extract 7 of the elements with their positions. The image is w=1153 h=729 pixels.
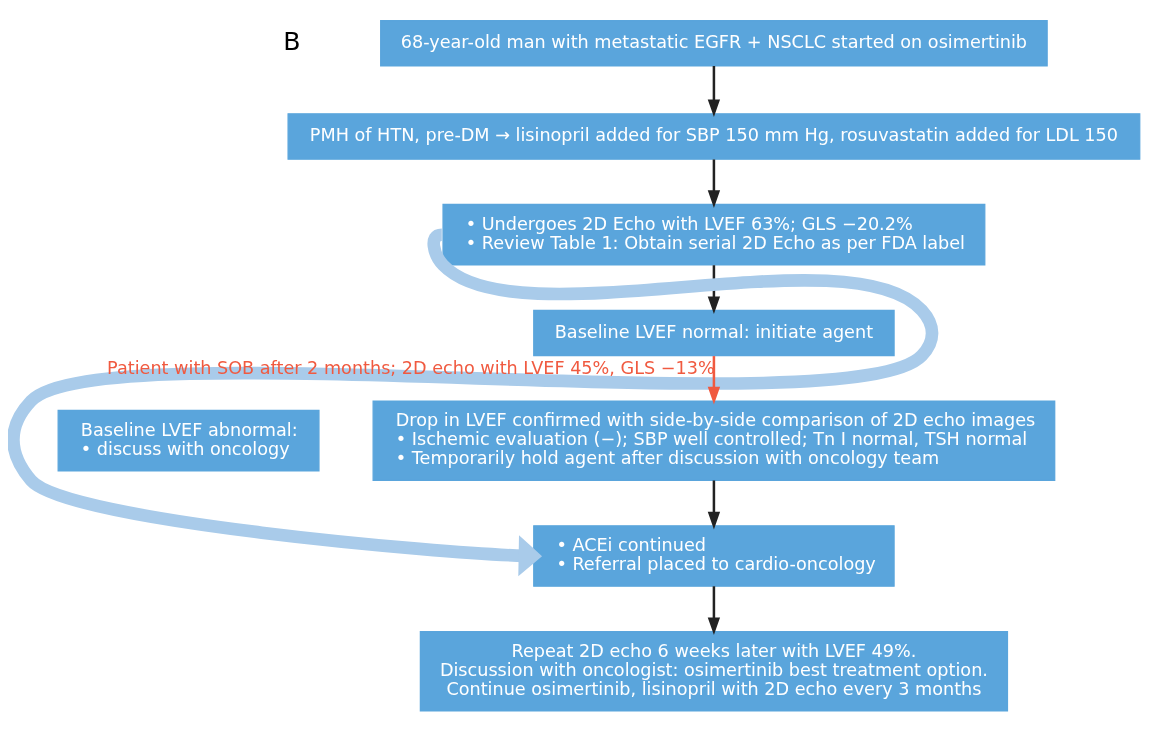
node-box: 68-year-old man with metastatic EGFR + NSCLC started on osimertinib <box>380 19 1048 67</box>
arrow <box>707 66 721 118</box>
node-box: PMH of HTN, pre-DM → lisinopril added for SBP 150 mm Hg, rosuvastatin added for LDL 150 <box>287 113 1141 160</box>
arrow <box>707 586 721 636</box>
arrow <box>707 159 721 209</box>
node-box: Repeat 2D echo 6 weeks later with LVEF 49%. Discussion with oncologist: osimertinib best treatment option. Continue osimertinib, lisinopril with 2D echo every 3 months <box>419 630 1009 712</box>
label: B <box>283 26 301 56</box>
